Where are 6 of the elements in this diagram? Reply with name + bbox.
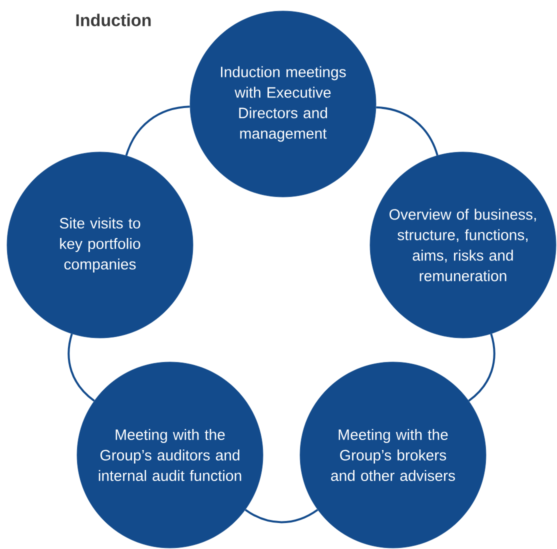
ring-arc: [376, 106, 438, 156]
ring-arc: [68, 334, 95, 402]
ring-arc: [244, 508, 318, 524]
ring-arc: [468, 334, 496, 402]
title: Induction: [76, 14, 151, 26]
ring-arc: [125, 106, 190, 156]
